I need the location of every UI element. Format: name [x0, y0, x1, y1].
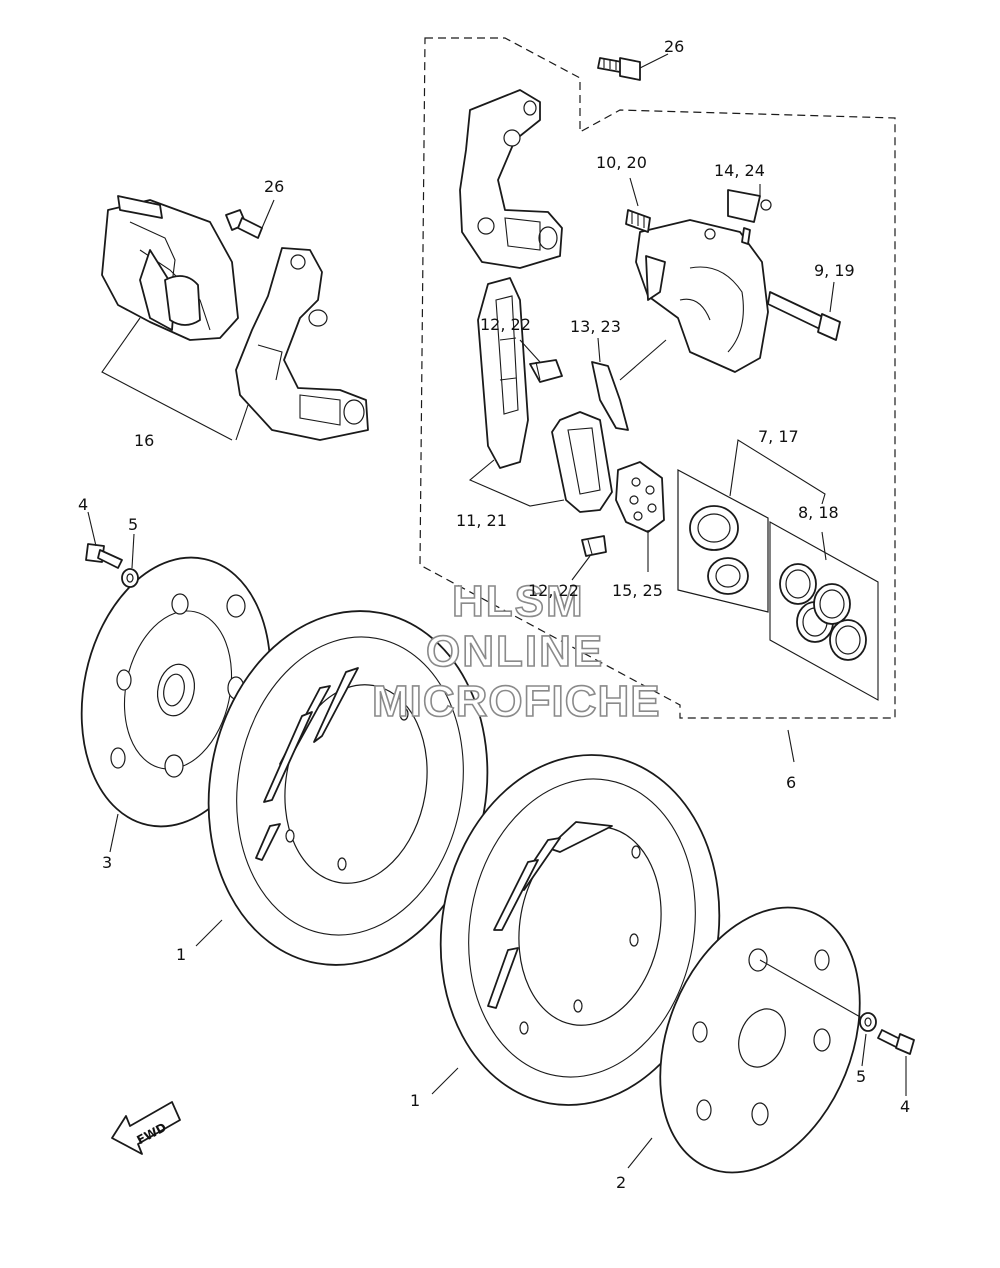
- watermark: HLSM ONLINE MICROFICHE: [371, 576, 661, 727]
- callout-14-24: 14, 24: [714, 161, 765, 180]
- callout-5-bottom: 5: [856, 1067, 866, 1086]
- callout-26-left: 26: [264, 177, 284, 196]
- callout-15-25: 15, 25: [612, 581, 663, 600]
- bolt-washer-left: [85, 511, 139, 588]
- brake-disc-right: [431, 754, 721, 1106]
- bolt-26-top: [597, 57, 641, 81]
- callout-5-top: 5: [128, 515, 138, 534]
- callout-12-22-b: 12, 22: [528, 581, 579, 600]
- caliper-assembly-boundary: [419, 37, 896, 719]
- right-caliper-bracket: [459, 89, 563, 269]
- callout-16: 16: [134, 431, 154, 450]
- leader-12-22-b: [571, 555, 591, 581]
- leader-6: [787, 729, 795, 763]
- callout-labels: 26 10, 20 14, 24 9, 19 12, 22 13, 23 7, …: [78, 37, 910, 1192]
- callout-13-23: 13, 23: [570, 317, 621, 336]
- leader-10-20: [629, 177, 639, 207]
- watermark-line2: ONLINE: [426, 627, 604, 676]
- left-caliper-assembly: [101, 195, 369, 441]
- callout-11-21: 11, 21: [456, 511, 507, 530]
- callout-6: 6: [786, 773, 796, 792]
- fwd-direction-arrow: FWD: [111, 1101, 181, 1155]
- callout-8-18: 8, 18: [798, 503, 839, 522]
- right-caliper-body: [625, 184, 841, 373]
- leader-9-19: [829, 281, 835, 313]
- caliper-seals-box: [769, 521, 879, 701]
- pad-springs: [519, 337, 667, 557]
- callout-9-19: 9, 19: [814, 261, 855, 280]
- callout-10-20: 10, 20: [596, 153, 647, 172]
- callout-1-left: 1: [176, 945, 186, 964]
- callout-2: 2: [616, 1173, 626, 1192]
- callout-12-22-a: 12, 22: [480, 315, 531, 334]
- leader-26-left: [261, 199, 275, 229]
- callout-4-bottom: 4: [900, 1097, 910, 1116]
- leader-26-top: [639, 53, 669, 69]
- watermark-line1: HLSM: [452, 577, 585, 626]
- brake-disc-left: [195, 610, 489, 966]
- caliper-pistons-box: [677, 439, 826, 613]
- watermark-line3: MICROFICHE: [372, 677, 661, 726]
- callout-3: 3: [102, 853, 112, 872]
- callout-7-17: 7, 17: [758, 427, 799, 446]
- callout-26-top: 26: [664, 37, 684, 56]
- bolt-washer-right: [859, 1012, 915, 1096]
- callout-1-right: 1: [410, 1091, 420, 1110]
- hub-plate-right: [627, 906, 863, 1174]
- callout-4-top: 4: [78, 495, 88, 514]
- pad-shield: [615, 461, 665, 533]
- brake-pads: [468, 277, 613, 513]
